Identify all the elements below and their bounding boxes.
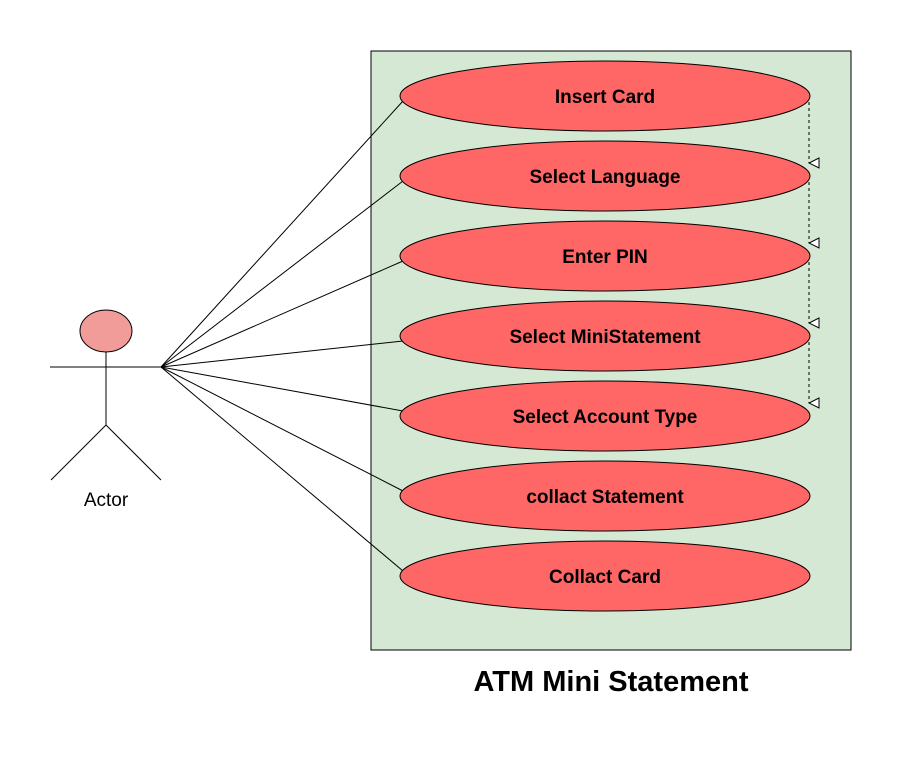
use-case-label: Select Language [530, 167, 681, 188]
association-line [160, 180, 404, 368]
use-case-label: Select MiniStatement [509, 327, 701, 348]
diagram-caption: ATM Mini Statement [473, 666, 749, 698]
use-case-label: Enter PIN [562, 247, 648, 268]
use-case-3[interactable]: Enter PIN [399, 220, 811, 292]
use-case-label: collact Statement [526, 487, 684, 508]
actor-label: Actor [84, 490, 129, 511]
association-line [160, 366, 404, 412]
use-case-label: Select Account Type [513, 407, 698, 428]
association-line [160, 366, 404, 492]
association-line [160, 340, 404, 368]
association-lines [160, 100, 404, 572]
actor[interactable]: Actor [50, 309, 162, 511]
use-case-1[interactable]: Insert Card [399, 60, 811, 132]
use-case-7[interactable]: Collact Card [399, 540, 811, 612]
use-case-2[interactable]: Select Language [399, 140, 811, 212]
use-case-ellipse [399, 140, 811, 212]
use-case-6[interactable]: collact Statement [399, 460, 811, 532]
use-case-ellipse [399, 60, 811, 132]
use-case-ellipse [399, 460, 811, 532]
use-case-ellipse [399, 300, 811, 372]
use-case-label: Insert Card [555, 87, 655, 108]
actor-head [79, 309, 133, 353]
association-line [160, 100, 404, 368]
use-case-5[interactable]: Select Account Type [399, 380, 811, 452]
use-case-4[interactable]: Select MiniStatement [399, 300, 811, 372]
association-line [160, 366, 404, 572]
actor-right-leg [105, 424, 162, 481]
association-line [160, 260, 404, 368]
use-case-label: Collact Card [549, 567, 661, 588]
use-case-ellipse [399, 220, 811, 292]
use-case-ellipse [399, 380, 811, 452]
use-case-ellipse [399, 540, 811, 612]
actor-left-leg [50, 424, 107, 481]
